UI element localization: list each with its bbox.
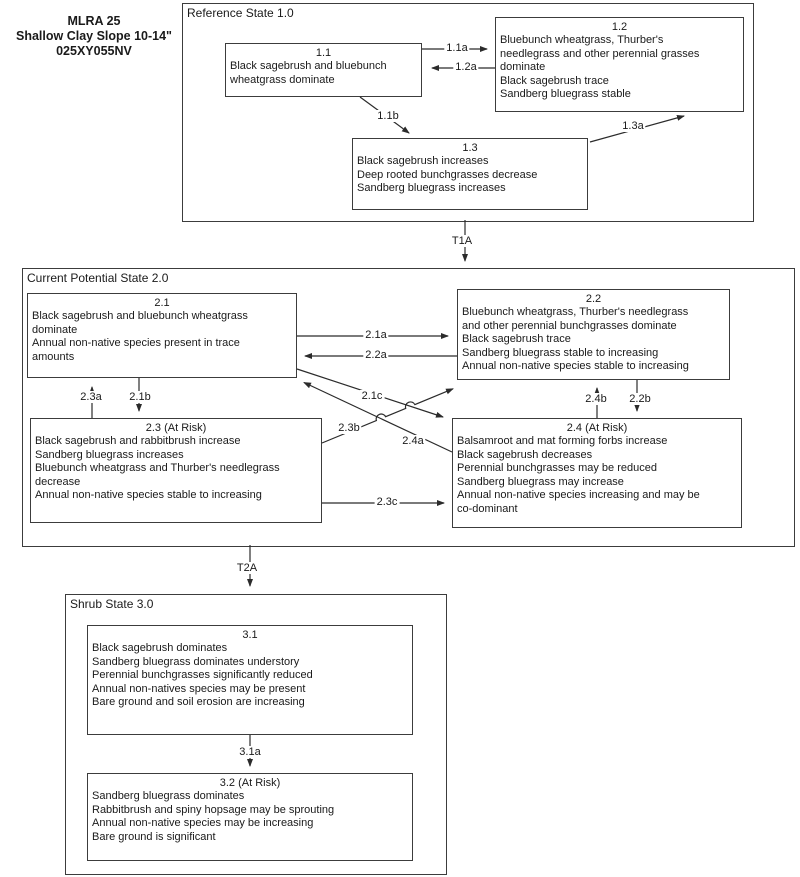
state-title-shrub: Shrub State 3.0 [70,597,154,611]
community-body-2-2: Bluebunch wheatgrass, Thurber's needlegr… [462,306,689,372]
community-box-2-2: 2.2 Bluebunch wheatgrass, Thurber's need… [457,289,730,380]
community-title-3-2: 3.2 (At Risk) [219,777,281,789]
pathway-label-2-2a: 2.2a [363,349,389,361]
community-box-2-4: 2.4 (At Risk) Balsamroot and mat forming… [452,418,742,528]
pathway-label-1-2a: 1.2a [453,61,479,73]
transition-label-t2a: T2A [234,562,260,574]
community-body-2-3: Black sagebrush and rabbitbrush increase… [35,435,280,501]
site-title: MLRA 25 Shallow Clay Slope 10-14" 025XY0… [16,14,172,58]
community-body-3-1: Black sagebrush dominates Sandberg blueg… [92,642,313,708]
pathway-label-1-3a: 1.3a [620,120,646,132]
pathway-label-2-3b: 2.3b [336,422,362,434]
community-title-2-3: 2.3 (At Risk) [145,422,207,434]
community-box-3-2: 3.2 (At Risk) Sandberg bluegrass dominat… [87,773,413,861]
pathway-label-2-2b: 2.2b [627,393,653,405]
pathway-label-2-3a: 2.3a [78,391,104,403]
community-body-1-3: Black sagebrush increases Deep rooted bu… [357,155,538,194]
community-body-1-2: Bluebunch wheatgrass, Thurber's needlegr… [500,34,700,100]
community-body-2-1: Black sagebrush and bluebunch wheatgrass… [32,310,248,363]
pathway-label-2-4a: 2.4a [400,435,426,447]
community-title-2-1: 2.1 [154,297,170,309]
state-title-current-potential: Current Potential State 2.0 [27,271,169,285]
community-box-3-1: 3.1 Black sagebrush dominates Sandberg b… [87,625,413,735]
pathway-label-2-1a: 2.1a [363,329,389,341]
community-box-1-3: 1.3 Black sagebrush increases Deep roote… [352,138,588,210]
community-title-2-4: 2.4 (At Risk) [566,422,628,434]
community-title-1-3: 1.3 [462,142,478,154]
pathway-label-3-1a: 3.1a [237,746,263,758]
pathway-label-1-1a: 1.1a [444,42,470,54]
community-title-2-2: 2.2 [585,293,602,305]
community-title-1-1: 1.1 [315,47,332,59]
pathway-label-2-4b: 2.4b [583,393,609,405]
pathway-label-2-1b: 2.1b [127,391,153,403]
pathway-label-1-1b: 1.1b [375,110,401,122]
pathway-label-2-1c: 2.1c [359,390,385,402]
community-box-2-3: 2.3 (At Risk) Black sagebrush and rabbit… [30,418,322,523]
community-body-1-1: Black sagebrush and bluebunch wheatgrass… [230,60,387,86]
community-box-2-1: 2.1 Black sagebrush and bluebunch wheatg… [27,293,297,378]
community-title-1-2: 1.2 [611,21,628,33]
community-box-1-1: 1.1 Black sagebrush and bluebunch wheatg… [225,43,422,97]
community-body-2-4: Balsamroot and mat forming forbs increas… [457,435,700,515]
transition-label-t1a: T1A [449,235,475,247]
community-box-1-2: 1.2 Bluebunch wheatgrass, Thurber's need… [495,17,744,112]
state-title-reference: Reference State 1.0 [187,6,294,20]
pathway-label-2-3c: 2.3c [374,496,400,508]
community-body-3-2: Sandberg bluegrass dominates Rabbitbrush… [92,790,335,843]
community-title-3-1: 3.1 [242,629,258,641]
